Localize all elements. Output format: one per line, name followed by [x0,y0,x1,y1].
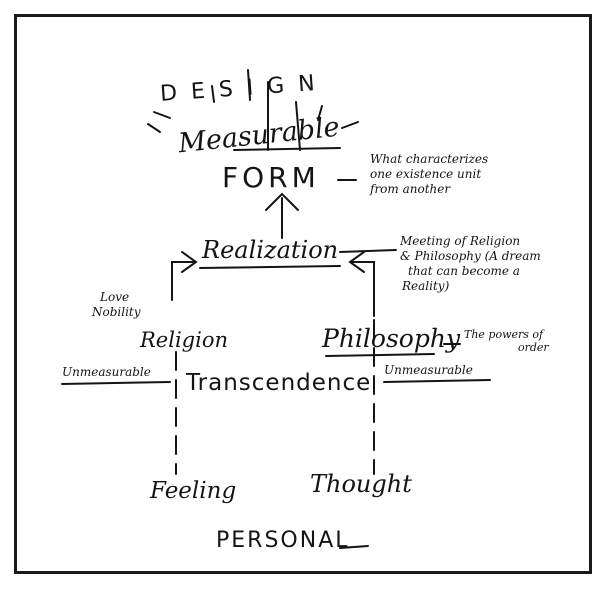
form-note-line-3: from another [370,182,451,196]
philosophy-label: Philosophy [322,324,461,353]
right-arrow-head [348,251,365,273]
thought-label: Thought [310,470,412,498]
love-label: Love [100,290,130,304]
left-arrow-head [181,251,198,273]
ray-2 [153,111,171,119]
unmeasurable-right-underline [383,379,491,383]
philosophy-note-line-2: order [518,341,549,354]
personal-dash [339,545,369,549]
unmeasurable-right-label: Unmeasurable [384,363,473,377]
realization-note-line-3: that can become a [408,264,520,278]
realization-label: Realization [202,236,339,264]
personal-label: PERSONAL [216,528,350,553]
love-nobility-note: Love Nobility [92,290,141,320]
ray-8 [341,121,359,129]
measurable-underline [233,147,341,151]
realization-note-line-1: Meeting of Religion [400,234,521,248]
right-bracket [351,261,375,317]
form-note: What characterizes one existence unit fr… [370,152,488,197]
sketch-border [14,14,592,574]
realization-note-line-4: Reality) [402,279,450,293]
unmeasurable-left-underline [61,381,171,385]
ray-6 [295,101,301,151]
realization-note-line-2: & Philosophy (A dream [400,249,541,263]
ray-4 [247,69,251,101]
philosophy-underline [325,353,435,357]
ray-7 [317,105,323,121]
nobility-label: Nobility [92,305,141,319]
form-note-line-1: What characterizes [370,152,489,166]
form-label: FORM [222,161,320,194]
religion-label: Religion [140,328,228,352]
realization-dash [339,249,397,253]
realization-note: Meeting of Religion & Philosophy (A drea… [400,234,541,294]
realization-underline [199,265,341,269]
arrow-up-head [265,192,299,211]
feeling-label: Feeling [150,478,237,504]
ray-1 [147,123,161,133]
transcendence-label: Transcendence [186,370,372,396]
ray-3 [211,85,215,103]
philosophy-note: The powers of order [464,328,549,354]
form-note-line-2: one existence unit [370,167,482,181]
left-bracket [171,261,195,301]
philosophy-note-line-1: The powers of [464,328,544,341]
unmeasurable-left-label: Unmeasurable [62,365,151,379]
